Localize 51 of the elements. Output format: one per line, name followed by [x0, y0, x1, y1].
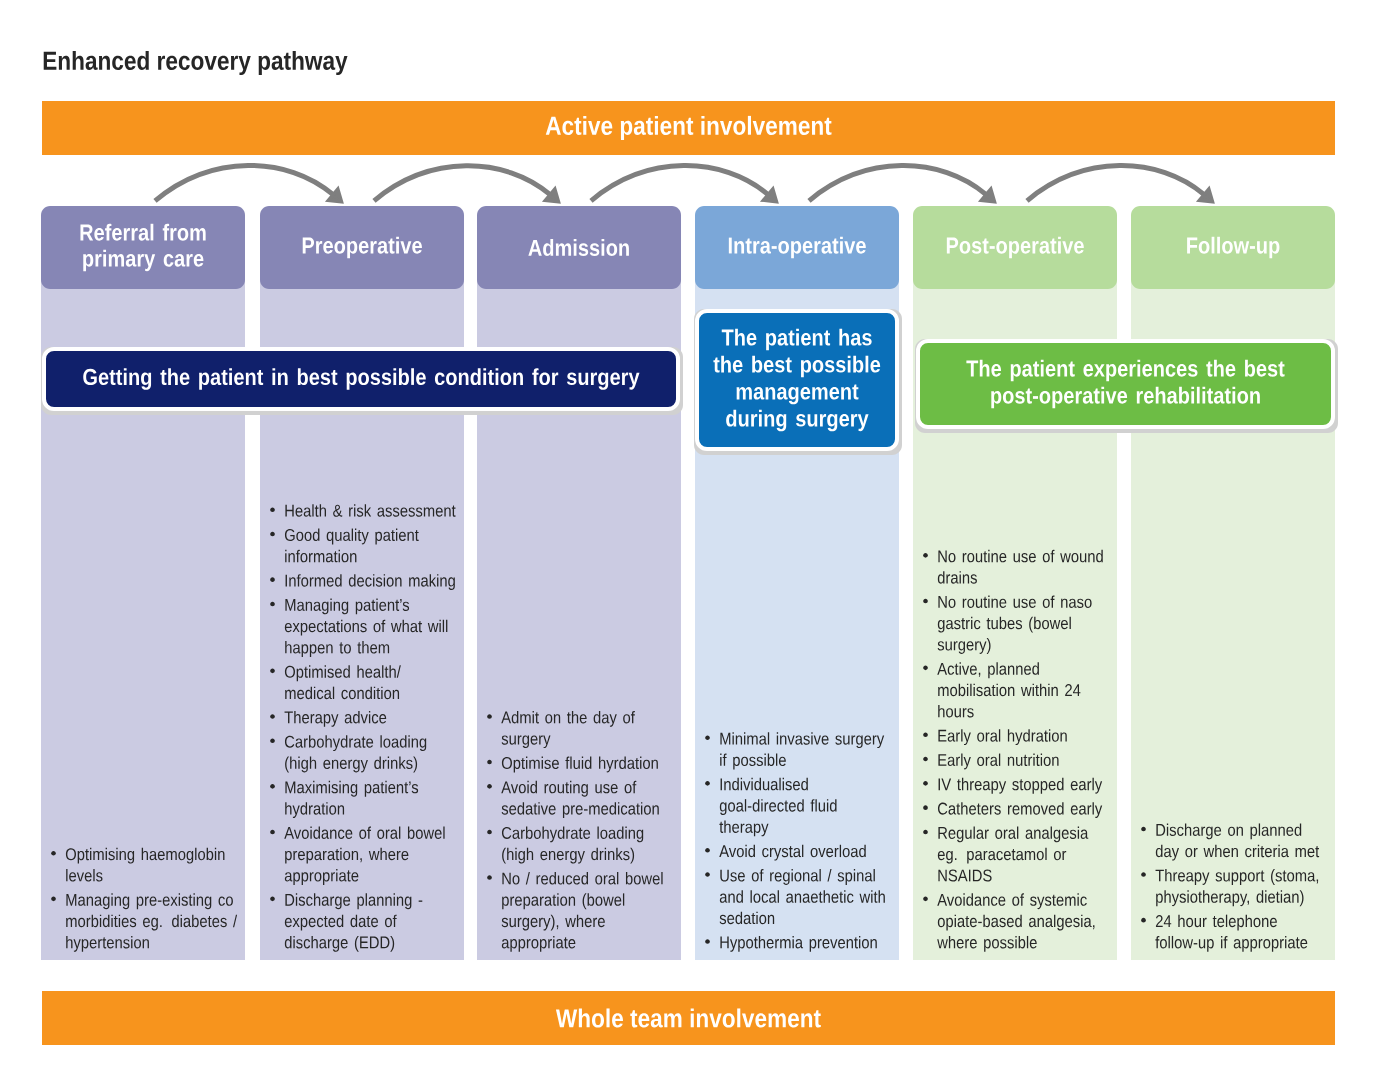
bullet-item: Good quality patient information: [270, 528, 419, 563]
bullet-item: Optimise fluid hyrdation: [487, 756, 658, 773]
bullet-item: No routine use of naso gastric tubes (bowel surgery): [923, 595, 1092, 654]
bullet-item: Admit on the day of surgery: [487, 710, 635, 749]
stage-header: Follow-up: [1131, 206, 1335, 289]
bullet-item: Optimising haemoglobin levels: [51, 847, 225, 882]
bullet-item: Use of regional / spinal and local anaethetic with sedation: [705, 869, 885, 925]
title: Enhanced recovery pathway: [43, 50, 348, 76]
stage-header: Admission: [477, 206, 681, 289]
bullet-item: Optimised health/ medical condition: [270, 665, 401, 700]
arrow: [807, 163, 997, 204]
bullet-item: Therapy advice: [270, 710, 387, 727]
bullet-item: Managing patient’s expectations of what will happen to them: [270, 598, 448, 657]
bullet-item: Early oral hydration: [923, 729, 1067, 746]
bullet-item: Hypothermia prevention: [705, 935, 877, 952]
banner-band: Whole team involvement: [42, 991, 1335, 1045]
banner-band: Active patient involvement: [42, 101, 1335, 155]
message-banner: Getting the patient in best possible condition for surgery: [41, 347, 683, 415]
bullet-item: Active, planned mobilisation within 24 hours: [923, 662, 1081, 718]
bullet-item: Individualised goal-directed fluid therapy: [705, 777, 837, 837]
bullet-item: No / reduced oral bowel preparation (bowel surgery), where appropriate: [487, 872, 663, 952]
bullet-item: Avoidance of systemic opiate-based analgesia, where possible: [923, 893, 1095, 952]
bullet-item: Avoidance of oral bowel preparation, where appropriate: [270, 826, 445, 885]
bullet-item: Managing pre-existing co morbidities eg. diabetes / hypertension: [51, 893, 238, 952]
bullet-item: Informed decision making: [270, 574, 455, 590]
bullet-item: Discharge on planned day or when criteria met: [1141, 823, 1320, 861]
bullet-item: 24 hour telephone follow-up if appropriate: [1141, 914, 1308, 952]
bullet-item: Health & risk assessment: [270, 504, 456, 517]
bullet-item: Carbohydrate loading (high energy drinks): [270, 735, 427, 773]
bullet-item: Avoid routing use of sedative pre-medication: [487, 780, 659, 818]
arrow: [589, 163, 779, 204]
stage-header: Referral from primary care: [41, 206, 245, 289]
bullet-item: Catheters removed early: [923, 802, 1103, 818]
bullet-item: Early oral nutrition: [923, 753, 1059, 770]
bullet-item: Discharge planning - expected date of discharge (EDD): [270, 893, 423, 952]
bullet-item: Avoid crystal overload: [705, 844, 866, 861]
stage-header: Preoperative: [260, 206, 464, 289]
bullet-item: IV threapy stopped early: [923, 777, 1103, 794]
bullet-item: Minimal invasive surgery if possible: [705, 732, 885, 770]
bullet-item: Regular oral analgesia eg. paracetamol or NSAIDS: [923, 826, 1089, 882]
bullet-item: No routine use of wound drains: [923, 549, 1103, 584]
bullet-item: Maximising patient’s hydration: [270, 780, 419, 818]
arrow: [1025, 163, 1215, 204]
arrow: [372, 163, 561, 204]
message-banner: The patient experiences the best post-operative rehabilitation: [915, 339, 1338, 433]
stage-header: Intra-operative: [695, 206, 899, 289]
message-banner: The patient has the best possible management during surgery: [694, 309, 902, 455]
arrow: [153, 163, 344, 204]
bullet-item: Carbohydrate loading (high energy drinks): [487, 826, 644, 864]
stage-header: Post-operative: [913, 206, 1117, 289]
bullet-item: Threapy support (stoma, physiotherapy, dietian): [1141, 869, 1319, 907]
